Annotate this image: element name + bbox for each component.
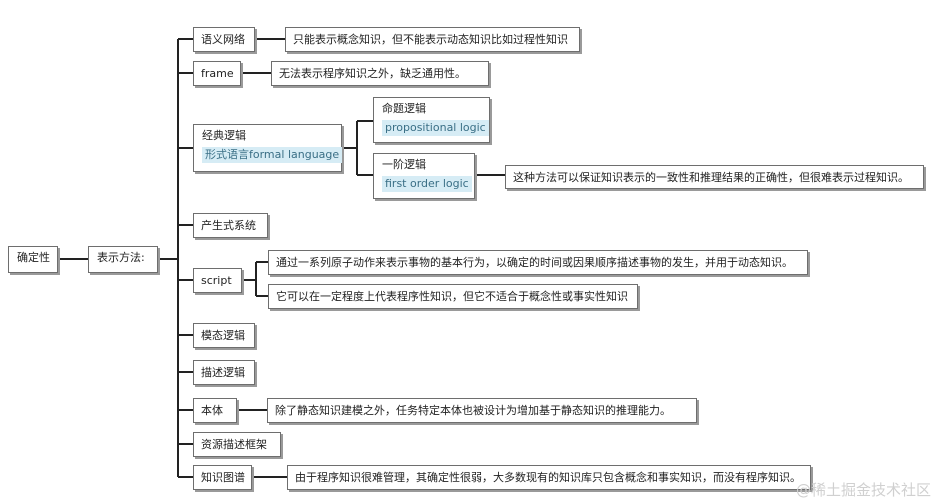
note-ontology-text: 除了静态知识建模之外，任务特定本体也被设计为增加基于静态知识的推理能力。 <box>275 404 671 417</box>
node-script-label: script <box>201 274 232 287</box>
note-semantic-network-text: 只能表示概念知识，但不能表示动态知识比如过程性知识 <box>293 33 568 46</box>
note-frame-text: 无法表示程序知识之外，缺乏通用性。 <box>279 67 466 80</box>
node-knowledge-graph-label: 知识图谱 <box>201 471 245 484</box>
node-method-label: 表示方法: <box>97 251 145 264</box>
note-ontology: 除了静态知识建模之外，任务特定本体也被设计为增加基于静态知识的推理能力。 <box>267 398 697 423</box>
node-production-system-label: 产生式系统 <box>201 219 256 232</box>
note-frame: 无法表示程序知识之外，缺乏通用性。 <box>271 61 489 86</box>
node-first-order-logic: 一阶逻辑 first order logic <box>373 153 475 199</box>
node-propositional-logic-label: 命题逻辑 <box>382 102 426 115</box>
note-script-2-text: 它可以在一定程度上代表程序性知识，但它不适合于概念性或事实性知识 <box>276 290 628 303</box>
note-knowledge-graph: 由于程序知识很难管理，其确定性很弱，大多数现有的知识库只包含概念和事实知识，而没… <box>287 465 811 490</box>
node-semantic-network-label: 语义网络 <box>201 33 245 46</box>
note-first-order-logic-text: 这种方法可以保证知识表示的一致性和推理结果的正确性，但很难表示过程知识。 <box>513 171 909 184</box>
node-modal-logic-label: 模态逻辑 <box>201 329 245 342</box>
node-description-logic-label: 描述逻辑 <box>201 366 245 379</box>
node-script: script <box>193 268 242 293</box>
node-first-order-logic-tag: first order logic <box>382 176 472 192</box>
node-root-label: 确定性 <box>17 251 50 264</box>
note-script-1: 通过一系列原子动作来表示事物的基本行为，以确定的时间或因果顺序描述事物的发生，并… <box>268 250 808 275</box>
node-propositional-logic-tag: propositional logic <box>382 120 489 136</box>
node-production-system: 产生式系统 <box>193 213 268 238</box>
node-ontology-label: 本体 <box>201 404 223 417</box>
node-ontology: 本体 <box>193 398 237 423</box>
node-classical-logic-label: 经典逻辑 <box>202 129 246 142</box>
node-propositional-logic: 命题逻辑 propositional logic <box>373 97 490 143</box>
node-first-order-logic-label: 一阶逻辑 <box>382 158 426 171</box>
node-modal-logic: 模态逻辑 <box>193 323 255 348</box>
node-classical-logic-tag: 形式语言formal language <box>202 147 343 163</box>
node-frame-label: frame <box>201 67 234 80</box>
node-semantic-network: 语义网络 <box>193 27 255 52</box>
node-classical-logic: 经典逻辑 形式语言formal language <box>193 124 343 172</box>
node-frame: frame <box>193 61 241 86</box>
note-first-order-logic: 这种方法可以保证知识表示的一致性和推理结果的正确性，但很难表示过程知识。 <box>505 165 924 189</box>
node-rdf-label: 资源描述框架 <box>201 438 267 451</box>
node-knowledge-graph: 知识图谱 <box>193 465 252 490</box>
note-knowledge-graph-text: 由于程序知识很难管理，其确定性很弱，大多数现有的知识库只包含概念和事实知识，而没… <box>295 471 801 484</box>
note-semantic-network: 只能表示概念知识，但不能表示动态知识比如过程性知识 <box>285 27 580 52</box>
node-description-logic: 描述逻辑 <box>193 360 255 385</box>
note-script-1-text: 通过一系列原子动作来表示事物的基本行为，以确定的时间或因果顺序描述事物的发生，并… <box>276 256 793 269</box>
watermark: @稀土掘金技术社区 <box>795 481 931 499</box>
node-method: 表示方法: <box>88 246 158 273</box>
node-rdf: 资源描述框架 <box>193 432 281 457</box>
node-root: 确定性 <box>8 246 58 273</box>
note-script-2: 它可以在一定程度上代表程序性知识，但它不适合于概念性或事实性知识 <box>268 284 638 309</box>
